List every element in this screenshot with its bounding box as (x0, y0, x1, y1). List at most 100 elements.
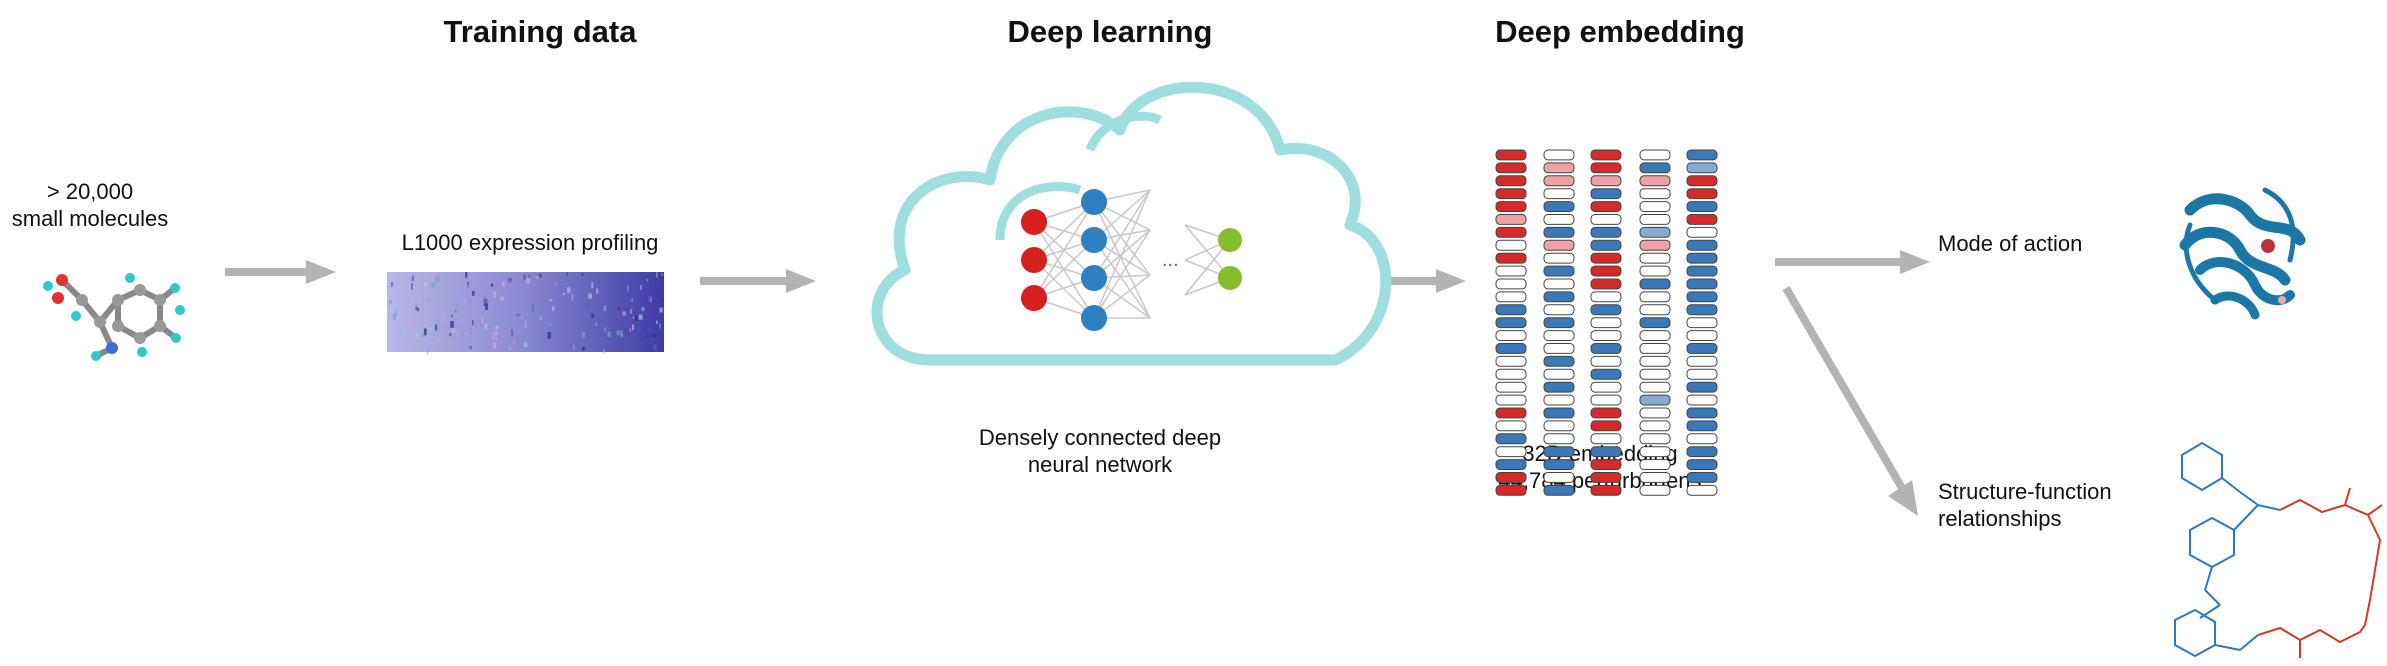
embedding-cell (1590, 188, 1622, 200)
embedding-cell (1590, 407, 1622, 419)
embedding-cell (1495, 484, 1527, 496)
embedding-cell (1495, 355, 1527, 367)
embedding-cell (1686, 278, 1718, 290)
l1000-heatmap-image (387, 272, 664, 354)
embedding-cell (1495, 407, 1527, 419)
cloud-shape (871, 81, 1392, 366)
embedding-cell (1590, 381, 1622, 393)
embedding-cell (1543, 343, 1575, 354)
embedding-cell (1639, 162, 1671, 174)
molecules-count-label: > 20,000 small molecules (0, 178, 180, 232)
embedding-cell (1686, 433, 1718, 445)
embedding-cell (1639, 278, 1671, 290)
protein-structure-icon (2179, 187, 2306, 320)
hidden-node (1081, 305, 1107, 331)
embedding-cell (1495, 214, 1527, 225)
embedding-cell (1495, 175, 1527, 187)
embedding-cell (1639, 149, 1671, 161)
embedding-cell (1543, 291, 1575, 303)
input-node (1021, 209, 1047, 235)
embedding-cell (1543, 407, 1575, 419)
embedding-grid (1495, 149, 1718, 496)
embedding-cell (1639, 368, 1671, 380)
embedding-cell (1543, 265, 1575, 277)
molecules-count-line2: small molecules (11, 206, 169, 231)
structure-function-line2: relationships (1938, 506, 2062, 531)
embedding-cell (1495, 239, 1527, 251)
embedding-cell (1495, 394, 1527, 406)
embedding-cell (1495, 226, 1527, 238)
embedding-cell (1639, 343, 1671, 354)
embedding-cell (1495, 188, 1527, 200)
embedding-cell (1590, 175, 1622, 187)
hidden-node (1081, 227, 1107, 253)
structure-function-label: Structure-function relationships (1938, 478, 2112, 532)
embedding-cell (1686, 343, 1718, 354)
embedding-cell (1590, 355, 1622, 367)
embedding-cell (1495, 368, 1527, 380)
hidden-node (1081, 189, 1107, 215)
embedding-cell (1639, 420, 1671, 432)
embedding-cell (1686, 446, 1718, 458)
embedding-cell (1590, 201, 1622, 213)
embedding-cell (1543, 226, 1575, 238)
network-caption-line2: neural network (1027, 452, 1173, 477)
heading-deep-embedding: Deep embedding (1495, 14, 1745, 49)
embedding-cell (1686, 484, 1718, 496)
embedding-cell (1543, 188, 1575, 200)
hidden-node (1081, 265, 1107, 291)
embedding-cell (1639, 484, 1671, 496)
embedding-cell (1590, 330, 1622, 342)
embedding-cell (1495, 330, 1527, 342)
embedding-cell (1543, 472, 1575, 483)
chemical-structure-icon (2174, 441, 2383, 658)
embedding-cell (1495, 252, 1527, 264)
arrow-profiling-to-network (700, 269, 816, 293)
small-molecule-icon (43, 273, 185, 361)
embedding-cell (1686, 381, 1718, 393)
embedding-cell (1590, 317, 1622, 329)
embedding-cell (1686, 162, 1718, 174)
embedding-cell (1686, 394, 1718, 406)
embedding-cell (1686, 420, 1718, 432)
embedding-cell (1590, 459, 1622, 471)
embedding-cell (1590, 278, 1622, 290)
output-node (1218, 228, 1242, 252)
embedding-cell (1590, 433, 1622, 445)
mode-of-action-label: Mode of action (1938, 231, 2083, 256)
embedding-cell (1495, 149, 1527, 161)
embedding-cell (1686, 175, 1718, 187)
embedding-cell (1639, 252, 1671, 264)
embedding-cell (1590, 252, 1622, 264)
embedding-cell (1686, 149, 1718, 161)
embedding-cell (1495, 459, 1527, 471)
embedding-cell (1686, 407, 1718, 419)
embedding-cell (1543, 459, 1575, 471)
embedding-cell (1590, 265, 1622, 277)
embedding-cell (1495, 265, 1527, 277)
embedding-cell (1543, 381, 1575, 393)
embedding-cell (1590, 214, 1622, 225)
embedding-cell (1590, 239, 1622, 251)
network-caption: Densely connected deep neural network (940, 424, 1260, 478)
embedding-cell (1639, 381, 1671, 393)
embedding-cell (1543, 355, 1575, 367)
embedding-cell (1543, 394, 1575, 406)
embedding-cell (1543, 149, 1575, 161)
embedding-cell (1495, 162, 1527, 174)
embedding-cell (1590, 446, 1622, 458)
input-node (1021, 247, 1047, 273)
embedding-cell (1686, 201, 1718, 213)
embedding-cell (1590, 368, 1622, 380)
embedding-cell (1686, 265, 1718, 277)
embedding-cell (1590, 304, 1622, 316)
embedding-cell (1543, 278, 1575, 290)
embedding-cell (1495, 291, 1527, 303)
embedding-cell (1686, 472, 1718, 483)
embedding-cell (1495, 278, 1527, 290)
embedding-cell (1495, 304, 1527, 316)
network-ellipsis: ... (1162, 249, 1179, 271)
embedding-cell (1639, 304, 1671, 316)
output-node (1218, 266, 1242, 290)
